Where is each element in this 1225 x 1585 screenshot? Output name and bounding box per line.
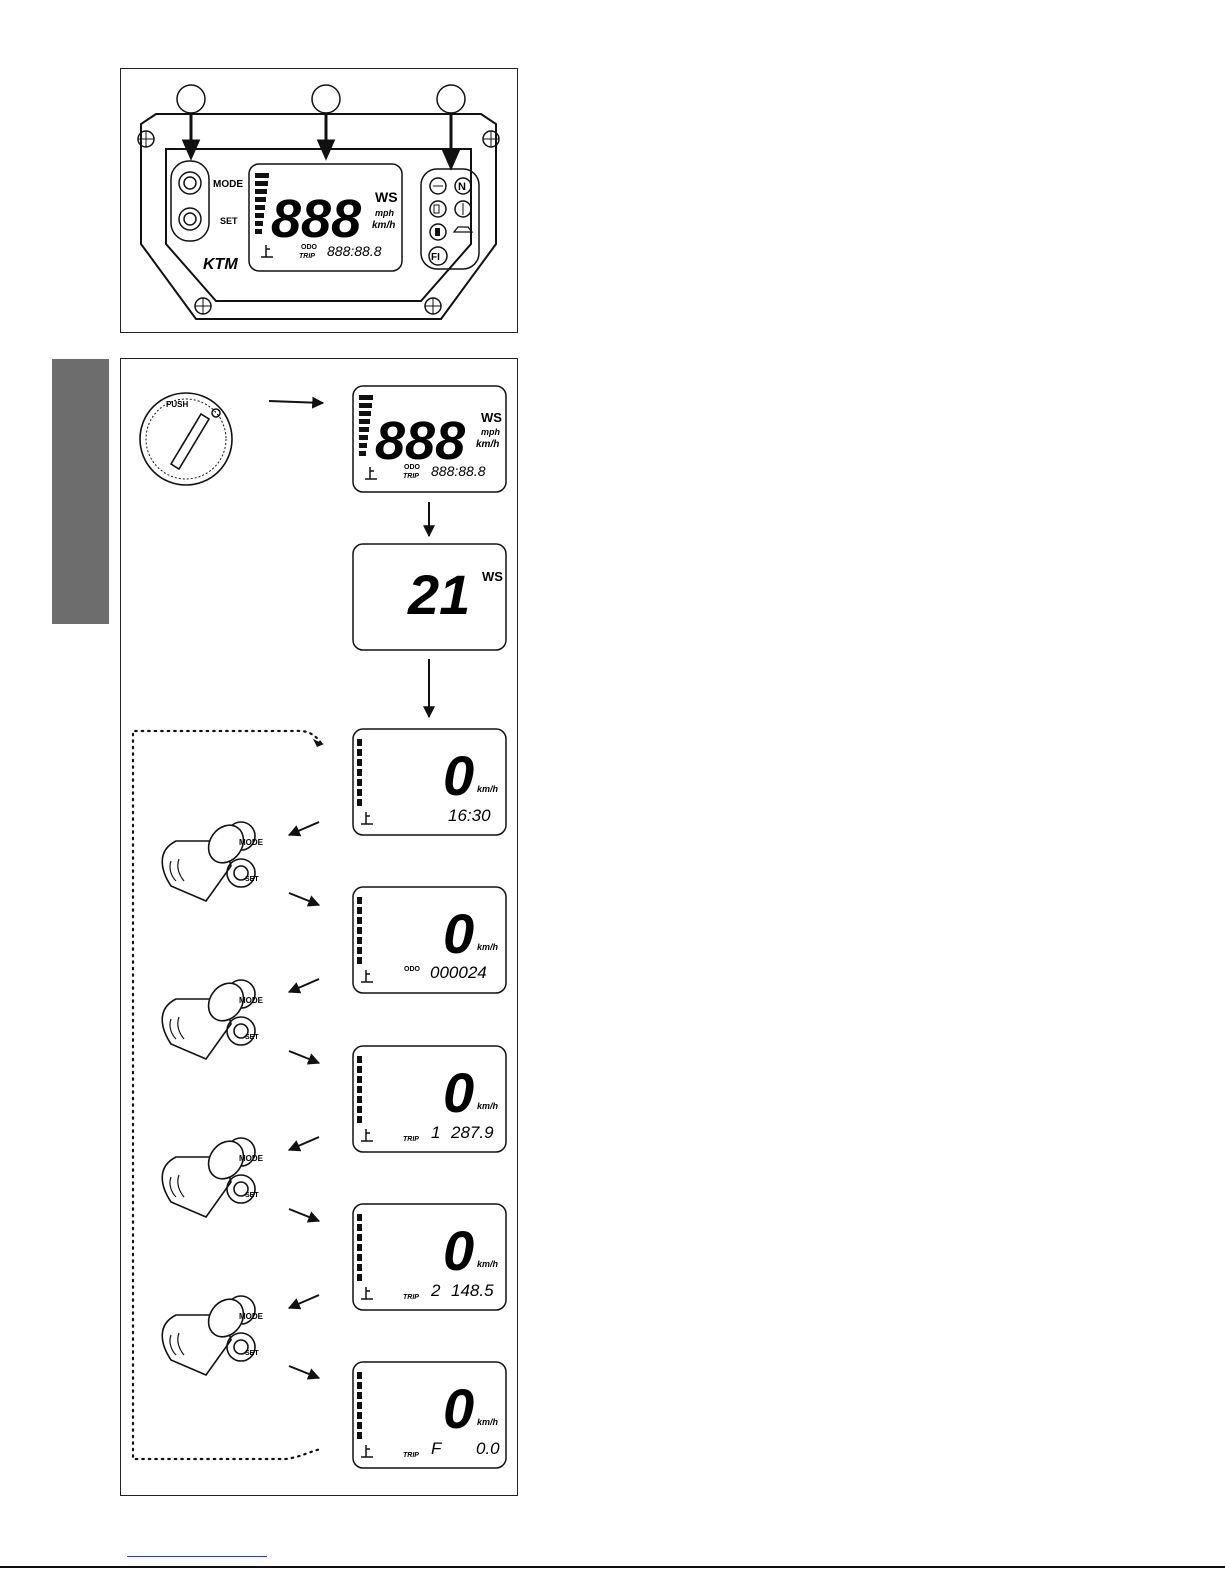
- coolant-temp-icon: [455, 201, 471, 217]
- svg-text:0: 0: [443, 1377, 474, 1440]
- svg-text:SET: SET: [245, 1192, 259, 1199]
- button-housing: [171, 161, 209, 241]
- svg-text:888: 888: [375, 411, 465, 471]
- turn-signal-icon: [430, 178, 446, 194]
- chapter-tab: [52, 359, 109, 624]
- ws-label: WS: [375, 189, 398, 205]
- fuel-icon: [430, 224, 446, 240]
- ignition-key-icon: PUSH: [140, 393, 232, 485]
- svg-text:MODE: MODE: [239, 1154, 264, 1163]
- neutral-icon: N: [455, 178, 471, 194]
- svg-text:0: 0: [443, 744, 474, 807]
- svg-text:287.9: 287.9: [450, 1123, 494, 1142]
- svg-text:148.5: 148.5: [451, 1281, 494, 1300]
- svg-text:21: 21: [407, 563, 470, 626]
- arrow: [289, 1209, 319, 1221]
- screen-tripf: 0 km/h TRIP F 0.0: [353, 1362, 506, 1468]
- svg-text:1: 1: [431, 1123, 440, 1142]
- svg-text:000024: 000024: [430, 963, 487, 982]
- svg-text:TRIP: TRIP: [403, 473, 419, 480]
- svg-text:TRIP: TRIP: [403, 1136, 419, 1143]
- screen-odo: 0 km/h ODO 000024: [353, 887, 506, 993]
- tachometer-bar: [255, 173, 269, 234]
- svg-text:2: 2: [430, 1281, 441, 1300]
- arrow: [289, 893, 319, 905]
- mph-label: mph: [375, 208, 395, 218]
- screen-ws: 21 WS: [353, 544, 506, 650]
- svg-text:km/h: km/h: [477, 784, 499, 794]
- svg-text:FI: FI: [431, 252, 440, 263]
- odo-label: ODO: [301, 244, 318, 251]
- mode-button[interactable]: [179, 172, 201, 194]
- mode-label: MODE: [213, 179, 243, 190]
- svg-text:TRIP: TRIP: [403, 1452, 419, 1459]
- svg-text:SET: SET: [245, 1350, 259, 1357]
- screw-icon: [138, 131, 154, 147]
- mode-button-press-illustration: MODE SET: [162, 976, 263, 1059]
- svg-text:WS: WS: [482, 569, 503, 584]
- svg-text:ODO: ODO: [404, 464, 421, 471]
- speed-test-digits: 888: [271, 189, 361, 249]
- svg-text:F: F: [431, 1439, 443, 1458]
- svg-text:0: 0: [443, 1219, 474, 1282]
- callout-circle-1: [177, 85, 205, 113]
- svg-text:SET: SET: [245, 1034, 259, 1041]
- oil-pressure-icon: [454, 227, 472, 232]
- callout-circle-2: [312, 85, 340, 113]
- high-beam-icon: [430, 201, 446, 217]
- svg-text:0: 0: [443, 1061, 474, 1124]
- arrow: [289, 979, 319, 992]
- arrow: [289, 1051, 319, 1063]
- svg-text:km/h: km/h: [476, 439, 499, 450]
- svg-text:16:30: 16:30: [448, 806, 491, 825]
- display-sequence-panel: PUSH 888 WS mph km/h ODO TRIP 888:88.8 2…: [120, 358, 518, 1496]
- svg-text:N: N: [458, 181, 466, 193]
- display-sequence-drawing: PUSH 888 WS mph km/h ODO TRIP 888:88.8 2…: [121, 359, 517, 1495]
- odo-test-digits: 888:88.8: [327, 243, 382, 259]
- svg-text:MODE: MODE: [239, 996, 264, 1005]
- loop-arrowhead: [313, 739, 324, 747]
- screen-test-pattern: 888 WS mph km/h ODO TRIP 888:88.8: [353, 386, 506, 492]
- screw-icon: [483, 131, 499, 147]
- instrument-overview-panel: MODE SET KTM 888 WS mph km/h ODO TRIP 88…: [120, 68, 518, 333]
- arrow: [289, 822, 319, 835]
- svg-text:km/h: km/h: [477, 942, 499, 952]
- set-button[interactable]: [179, 208, 201, 230]
- screen-trip2: 0 km/h TRIP 2 148.5: [353, 1204, 506, 1310]
- svg-text:MODE: MODE: [239, 1312, 264, 1321]
- svg-text:km/h: km/h: [477, 1417, 499, 1427]
- mode-button-press-illustration: MODE SET: [162, 818, 263, 901]
- svg-text:0: 0: [443, 902, 474, 965]
- svg-text:SET: SET: [245, 876, 259, 883]
- brand-logo: KTM: [203, 256, 238, 273]
- push-label: PUSH: [166, 400, 188, 409]
- svg-text:MODE: MODE: [239, 838, 264, 847]
- svg-text:km/h: km/h: [477, 1259, 499, 1269]
- screen-trip1: 0 km/h TRIP 1 287.9: [353, 1046, 506, 1152]
- svg-text:888:88.8: 888:88.8: [431, 463, 486, 479]
- arrow: [269, 401, 323, 403]
- arrow: [289, 1366, 319, 1378]
- footer-rule: [0, 1566, 1225, 1568]
- mode-button-press-illustration: MODE SET: [162, 1134, 263, 1217]
- arrow: [289, 1137, 319, 1150]
- set-label: SET: [220, 216, 238, 226]
- svg-text:0.0: 0.0: [476, 1439, 500, 1458]
- arrow: [289, 1295, 319, 1308]
- svg-text:mph: mph: [481, 427, 501, 437]
- svg-text:WS: WS: [481, 410, 502, 425]
- screw-icon: [195, 298, 211, 314]
- footer-link-underline[interactable]: [127, 1556, 267, 1557]
- callout-circle-3: [437, 85, 465, 113]
- svg-text:km/h: km/h: [477, 1101, 499, 1111]
- screw-icon: [425, 298, 441, 314]
- mode-button-press-illustration: MODE SET: [162, 1292, 263, 1375]
- svg-text:TRIP: TRIP: [403, 1294, 419, 1301]
- kmh-label: km/h: [372, 220, 395, 231]
- screen-clock: 0 km/h 16:30: [353, 729, 506, 835]
- fi-warning-icon: FI: [429, 247, 447, 265]
- trip-label: TRIP: [299, 253, 315, 260]
- instrument-overview-drawing: MODE SET KTM 888 WS mph km/h ODO TRIP 88…: [121, 69, 517, 332]
- svg-text:ODO: ODO: [404, 966, 421, 973]
